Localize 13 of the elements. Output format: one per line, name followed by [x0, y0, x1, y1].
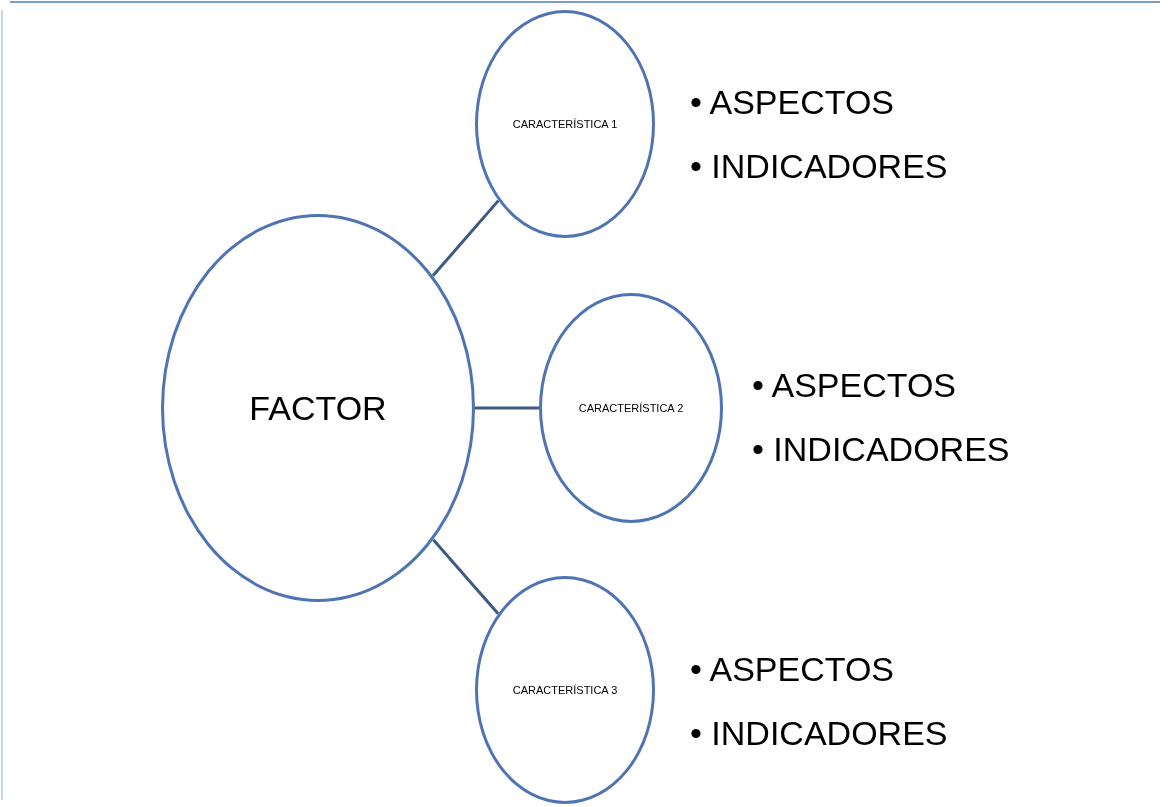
node-label: CARACTERÍSTICA 2: [578, 400, 684, 416]
bullet-item: • ASPECTOS: [690, 82, 896, 123]
bullet-item: • INDICADORES: [690, 713, 948, 754]
bullet-item: • INDICADORES: [690, 146, 948, 187]
connector-line: [475, 406, 539, 410]
node-label: CARACTERÍSTICA 3: [512, 682, 618, 698]
node-label: CARACTERÍSTICA 1: [512, 116, 618, 132]
bullet-item: • INDICADORES: [752, 429, 1010, 470]
connector-line: [431, 199, 500, 277]
bullet-item: • ASPECTOS: [690, 649, 896, 690]
node-label: FACTOR: [249, 387, 387, 429]
connector-line: [432, 538, 500, 615]
bullet-item: • ASPECTOS: [752, 365, 958, 406]
